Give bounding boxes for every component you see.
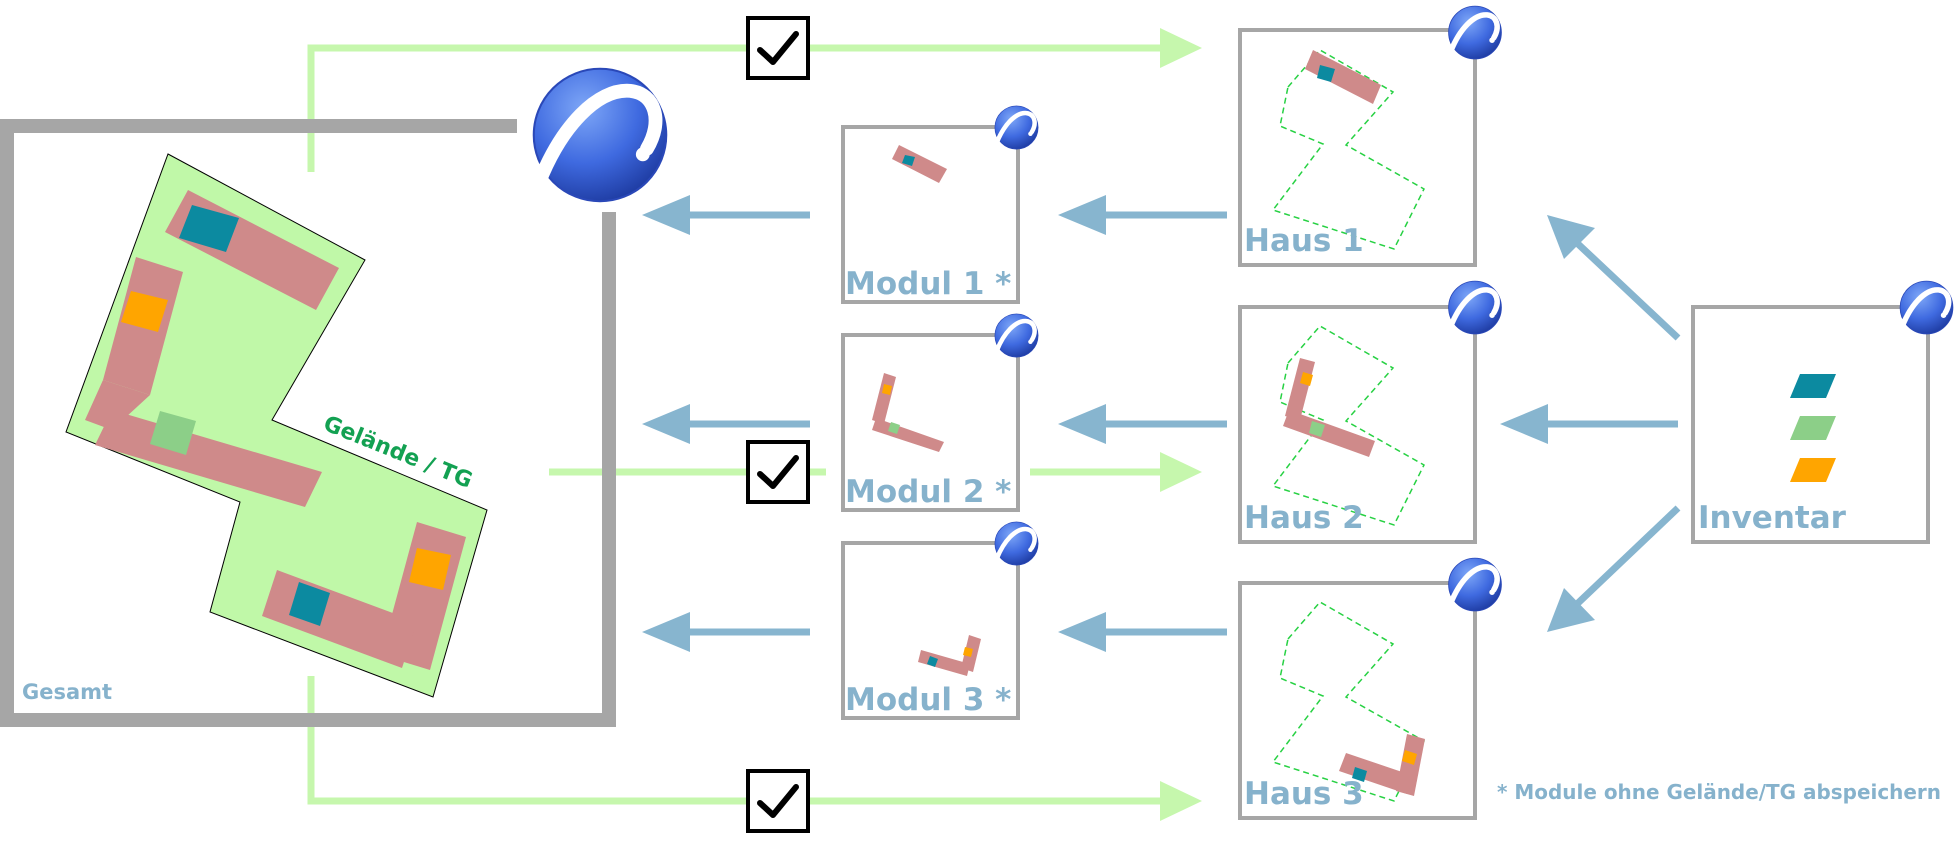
haus-3-label: Haus 3	[1244, 776, 1364, 812]
modul-1-card: Modul 1 *	[841, 106, 1038, 304]
gesamt-label: Gesamt	[22, 680, 112, 704]
blue-arrows-haus-to-modules	[1058, 195, 1227, 652]
teal-block	[179, 205, 239, 252]
modul-2-card: Modul 2 *	[841, 314, 1038, 512]
haus-2-card: Haus 2	[1238, 281, 1502, 544]
green-swatch	[1790, 416, 1836, 440]
modul-3-label: Modul 3 *	[845, 682, 1011, 718]
orange-block	[121, 291, 168, 332]
archicad-logo-icon	[995, 314, 1038, 357]
haus-3-card: Haus 3	[1238, 558, 1502, 820]
modul-1-label: Modul 1 *	[845, 266, 1011, 302]
orange-swatch	[1790, 458, 1836, 482]
archicad-logo-icon	[1449, 6, 1502, 59]
archicad-logo-icon	[534, 69, 666, 201]
green-block	[150, 411, 196, 455]
inventar-label: Inventar	[1698, 500, 1847, 536]
green-arrowhead-top	[1160, 28, 1202, 68]
inventar-card: Inventar	[1691, 281, 1953, 544]
green-arrowhead-middle	[1160, 452, 1202, 492]
haus-1-card: Haus 1	[1238, 6, 1502, 267]
checked-checkbox-icon	[748, 18, 808, 78]
green-arrowhead-bottom	[1160, 781, 1202, 821]
gesamt-frame	[0, 119, 616, 727]
haus-2-label: Haus 2	[1244, 500, 1364, 536]
archicad-logo-icon	[1449, 558, 1502, 611]
archicad-logo-icon	[995, 106, 1038, 149]
modul-2-label: Modul 2 *	[845, 474, 1011, 510]
blue-arrows-modules-to-gesamt	[642, 195, 810, 652]
checked-checkbox-icon	[748, 442, 808, 502]
modul-3-card: Modul 3 *	[841, 522, 1038, 720]
teal-swatch	[1790, 374, 1836, 398]
green-route-top	[307, 44, 1170, 172]
archicad-logo-icon	[1900, 281, 1953, 334]
haus-1-label: Haus 1	[1244, 223, 1364, 259]
archicad-logo-icon	[995, 522, 1038, 565]
orange-block	[409, 548, 451, 590]
blue-arrows-inventar-to-haus	[1500, 215, 1681, 632]
checked-checkbox-icon	[748, 771, 808, 831]
footnote: * Module ohne Gelände/TG abspeichern	[1497, 780, 1941, 804]
archicad-logo-icon	[1449, 281, 1502, 334]
green-route-bottom	[307, 676, 1170, 805]
teal-block	[289, 582, 330, 626]
site-plan-overview: Gelände / TG	[65, 153, 488, 698]
